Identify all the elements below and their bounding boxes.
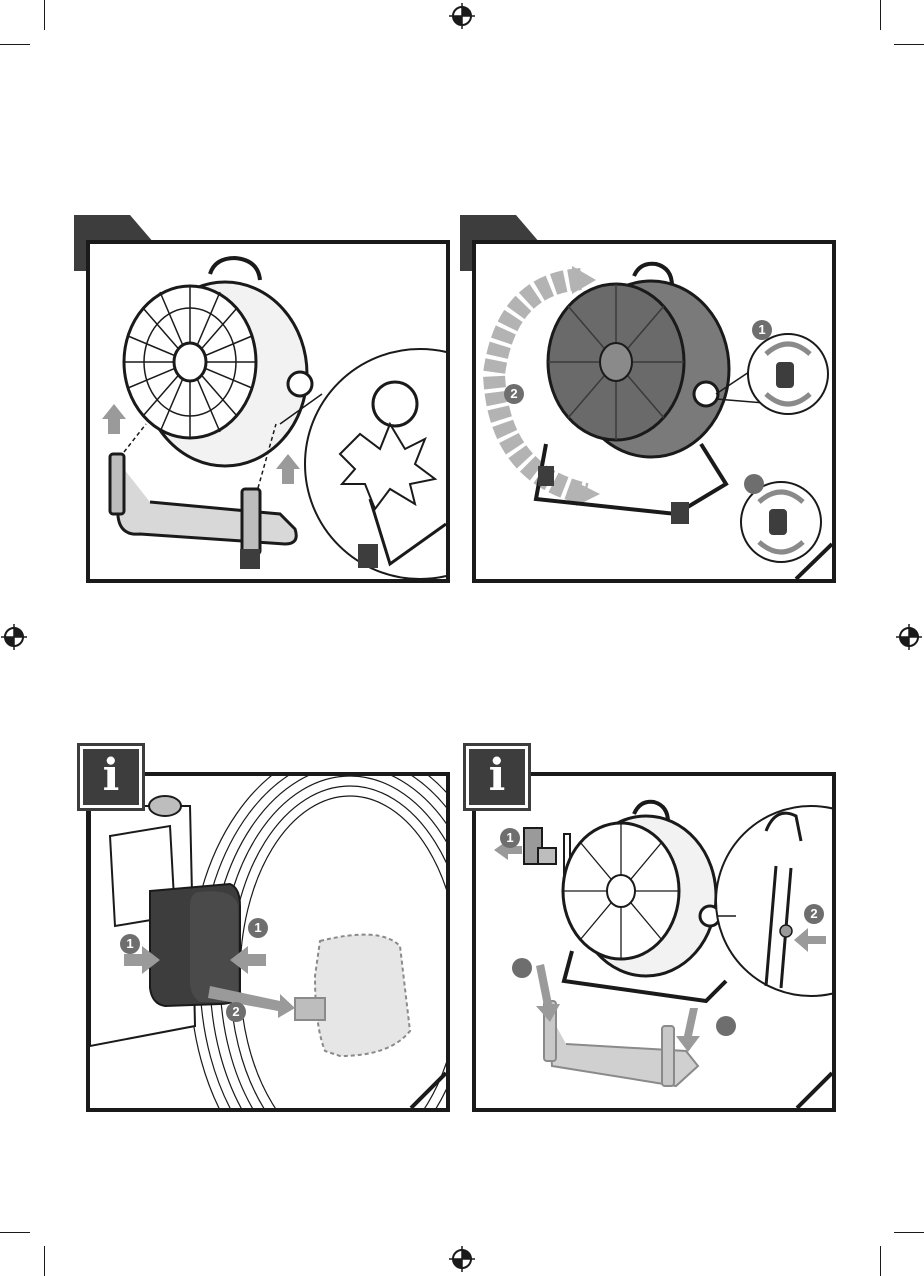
callout-number: 1 (120, 934, 140, 954)
info-panel-battery: 1 1 2 (86, 772, 450, 1112)
crop-mark (0, 44, 30, 45)
crop-mark (44, 1246, 45, 1276)
registration-mark-icon (449, 3, 475, 29)
battery-icon (90, 776, 446, 1108)
callout-number (716, 1016, 736, 1036)
callout-number: 1 (248, 918, 268, 938)
stand-icon (476, 776, 832, 1108)
callout-number (512, 958, 532, 978)
fan-icon (90, 244, 446, 579)
callout-number: 2 (804, 904, 824, 924)
callout-number: 2 (226, 1002, 246, 1022)
rotate-arrow-icon (476, 244, 832, 579)
crop-mark (880, 0, 881, 30)
registration-mark-icon (449, 1246, 475, 1272)
registration-mark-icon (1, 624, 27, 650)
callout-number: 1 (500, 828, 520, 848)
crop-mark (894, 44, 924, 45)
step-panel-fan-assembly (86, 240, 450, 583)
crop-mark (894, 1232, 924, 1233)
callout-number: 1 (752, 320, 772, 340)
callout-number: 2 (504, 384, 524, 404)
info-panel-stand: 1 2 (472, 772, 836, 1112)
info-icon: i (466, 746, 528, 808)
crop-mark (44, 0, 45, 30)
crop-mark (880, 1246, 881, 1276)
callout-number (744, 474, 764, 494)
crop-mark (0, 1232, 30, 1233)
info-icon: i (80, 746, 142, 808)
step-panel-fan-adjust: 1 2 (472, 240, 836, 583)
registration-mark-icon (896, 624, 922, 650)
